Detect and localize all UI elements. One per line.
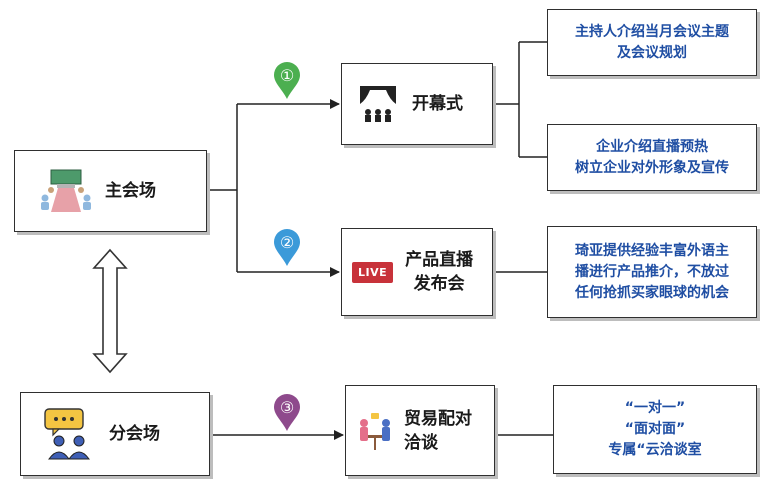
step-2-label: ② xyxy=(280,233,294,252)
main-venue-node: 主会场 xyxy=(14,150,207,232)
trade-matching-node: 贸易配对 洽谈 xyxy=(345,385,495,476)
note-opening-host-text: 主持人介绍当月会议主题 及会议规划 xyxy=(575,23,729,61)
sub-venue-node: 分会场 xyxy=(20,392,210,476)
main-venue-label: 主会场 xyxy=(105,181,156,201)
step-3-label: ③ xyxy=(280,398,294,417)
note-launch-text: 琦亚提供经验丰富外语主 播进行产品推介，不放过 任何抢抓买家眼球的机会 xyxy=(575,242,729,301)
theater-stage-icon xyxy=(360,86,396,122)
product-launch-node: LIVE 产品直播 发布会 xyxy=(341,228,493,316)
live-icon: LIVE xyxy=(352,261,394,283)
opening-to-notes-connector xyxy=(493,41,547,158)
product-launch-label: 产品直播 发布会 xyxy=(405,250,474,294)
main-to-branches-connector xyxy=(207,99,340,277)
sub-venue-label: 分会场 xyxy=(109,424,160,444)
note-opening-company-text: 企业介绍直播预热 树立企业对外形象及宣传 xyxy=(575,138,729,176)
step-1-pin-icon: ① xyxy=(274,62,300,99)
note-trade: “一对一” “面对面” 专属“云洽谈室 xyxy=(553,385,757,474)
note-opening-host: 主持人介绍当月会议主题 及会议规划 xyxy=(547,9,757,76)
trade-matching-label: 贸易配对 洽谈 xyxy=(404,408,472,453)
note-launch: 琦亚提供经验丰富外语主 播进行产品推介，不放过 任何抢抓买家眼球的机会 xyxy=(547,226,757,318)
conference-room-icon xyxy=(41,169,91,212)
step-1-label: ① xyxy=(280,66,294,85)
step-2-pin-icon: ② xyxy=(274,229,300,266)
step-3-pin-icon: ③ xyxy=(274,394,300,431)
double-arrow-icon xyxy=(92,248,128,374)
opening-node: 开幕式 xyxy=(341,63,493,145)
opening-label: 开幕式 xyxy=(412,94,463,114)
meeting-icon xyxy=(360,412,390,450)
note-opening-company: 企业介绍直播预热 树立企业对外形象及宣传 xyxy=(547,124,757,191)
chat-group-icon xyxy=(44,408,90,460)
note-trade-text: “一对一” “面对面” 专属“云洽谈室 xyxy=(608,400,702,458)
